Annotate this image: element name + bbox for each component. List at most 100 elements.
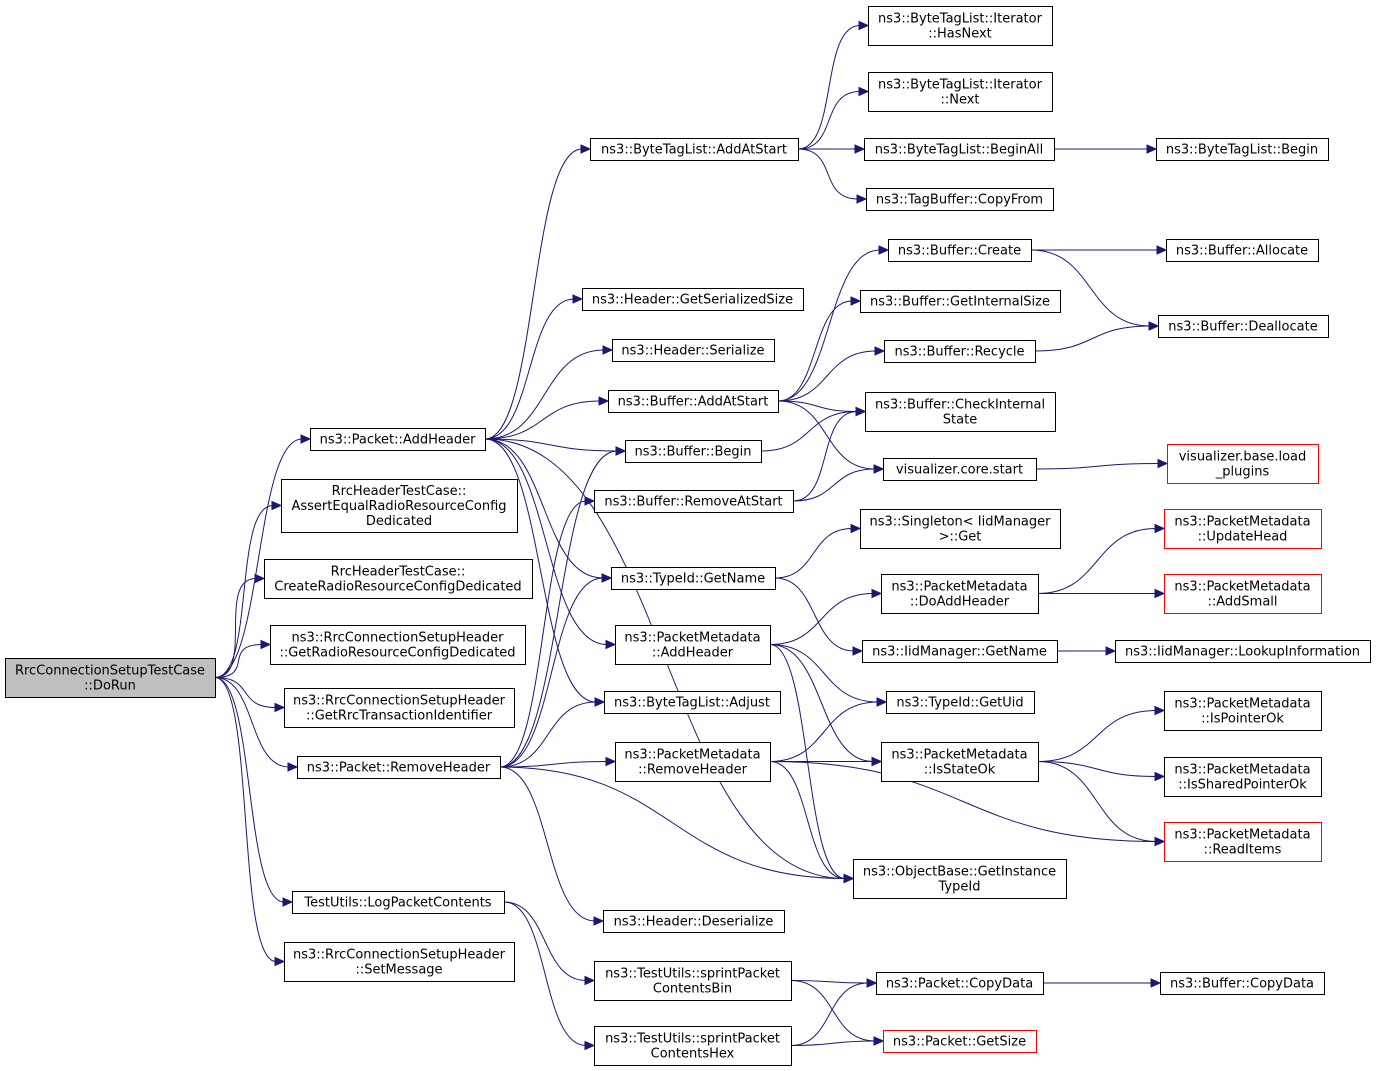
- edge-arrowhead: [858, 20, 870, 31]
- node-label-line: ns3::Buffer::Begin: [634, 445, 751, 460]
- edge-root-to-getrrcd: [214, 639, 272, 678]
- node-label-line: ns3::IidManager::GetName: [872, 645, 1047, 660]
- node-box: [868, 6, 1053, 46]
- function-node-bufcopydata[interactable]: ns3::Buffer::CopyData: [1160, 972, 1325, 995]
- node-box: [888, 239, 1032, 262]
- function-node-btlbeginall[interactable]: ns3::ByteTagList::BeginAll: [864, 138, 1055, 161]
- function-node-pmisstateok[interactable]: ns3::PacketMetadata::IsStateOk: [881, 742, 1039, 782]
- edge-root-to-removeheader: [214, 677, 299, 772]
- edge-root-to-createrrcd: [214, 573, 266, 678]
- node-box: [860, 290, 1061, 313]
- function-node-viscorestart[interactable]: visualizer.core.start: [883, 458, 1037, 481]
- function-node-pmissharedpointerok[interactable]: ns3::PacketMetadata::IsSharedPointerOk: [1164, 757, 1322, 797]
- node-label-line: ::DoRun: [84, 679, 136, 694]
- function-node-bufcreate[interactable]: ns3::Buffer::Create: [888, 239, 1032, 262]
- function-node-bufgetinternalsize[interactable]: ns3::Buffer::GetInternalSize: [860, 290, 1061, 313]
- node-box: [612, 339, 775, 362]
- edge-btlbeginall-to-btlbegin: [1054, 144, 1158, 154]
- node-label-line: ns3::Buffer::Allocate: [1176, 244, 1308, 259]
- edge-line: [499, 761, 608, 768]
- function-node-root[interactable]: RrcConnectionSetupTestCase::DoRun: [5, 658, 216, 698]
- function-node-getrrcd[interactable]: ns3::RrcConnectionSetupHeader::GetRadioR…: [270, 625, 526, 665]
- node-box: [881, 742, 1039, 782]
- function-node-iidlookup[interactable]: ns3::IidManager::LookupInformation: [1115, 640, 1371, 663]
- node-box: [853, 859, 1067, 899]
- node-label-line: RrcHeaderTestCase::: [332, 484, 467, 499]
- function-node-hdrgetser[interactable]: ns3::Header::GetSerializedSize: [582, 288, 804, 311]
- node-box: [264, 559, 533, 599]
- function-node-btladjust[interactable]: ns3::ByteTagList::Adjust: [604, 691, 781, 714]
- node-label-line: ns3::TypeId::GetUid: [896, 696, 1023, 711]
- node-box: [866, 188, 1054, 211]
- function-node-assertequal[interactable]: RrcHeaderTestCase::AssertEqualRadioResou…: [281, 479, 518, 533]
- function-node-visloadplugins[interactable]: visualizer.base.load_plugins: [1167, 444, 1319, 484]
- function-node-pmupdatehead[interactable]: ns3::PacketMetadata::UpdateHead: [1164, 509, 1322, 549]
- function-node-bufdeallocate[interactable]: ns3::Buffer::Deallocate: [1158, 315, 1329, 338]
- function-node-pmremoveheader[interactable]: ns3::PacketMetadata::RemoveHeader: [615, 742, 771, 782]
- edge-line: [790, 1040, 876, 1046]
- function-node-pmreaditems[interactable]: ns3::PacketMetadata::ReadItems: [1164, 822, 1322, 862]
- function-node-typeidgetuid[interactable]: ns3::TypeId::GetUid: [886, 691, 1035, 714]
- node-label-line: ns3::TagBuffer::CopyFrom: [876, 193, 1043, 208]
- node-label-line: ns3::PacketMetadata: [1174, 515, 1310, 530]
- node-box: [608, 390, 779, 413]
- node-label-line: ns3::Header::Deserialize: [614, 915, 774, 930]
- function-node-tagbufcopyfrom[interactable]: ns3::TagBuffer::CopyFrom: [866, 188, 1054, 211]
- node-box: [5, 658, 216, 698]
- function-node-typeidgetname[interactable]: ns3::TypeId::GetName: [611, 567, 776, 590]
- function-node-bufbegin[interactable]: ns3::Buffer::Begin: [625, 440, 762, 463]
- edge-root-to-logpacket: [214, 677, 294, 907]
- function-node-setmessage[interactable]: ns3::RrcConnectionSetupHeader::SetMessag…: [284, 942, 515, 982]
- node-label-line: ns3::IidManager::LookupInformation: [1125, 645, 1360, 660]
- node-box: [297, 756, 501, 779]
- function-node-pmdoaddheader[interactable]: ns3::PacketMetadata::DoAddHeader: [881, 574, 1039, 614]
- edge-arrowhead: [866, 978, 878, 988]
- edge-line: [484, 438, 597, 703]
- function-node-pmispointerok[interactable]: ns3::PacketMetadata::IsPointerOk: [1164, 691, 1322, 731]
- function-node-bufaddatstart[interactable]: ns3::Buffer::AddAtStart: [608, 390, 779, 413]
- function-node-addheader[interactable]: ns3::Packet::AddHeader: [310, 428, 486, 451]
- node-box: [884, 340, 1036, 363]
- edge-arrowhead: [871, 756, 883, 767]
- edge-line: [1035, 463, 1160, 470]
- function-node-hdrdeser[interactable]: ns3::Header::Deserialize: [603, 910, 785, 933]
- function-node-getrti[interactable]: ns3::RrcConnectionSetupHeader::GetRrcTra…: [284, 688, 515, 728]
- function-node-pktgetsize[interactable]: ns3::Packet::GetSize: [883, 1030, 1037, 1053]
- node-label-line: ::IsSharedPointerOk: [1178, 778, 1307, 793]
- function-node-btliternext[interactable]: ns3::ByteTagList::Iterator::Next: [868, 72, 1053, 112]
- function-node-pmaddsmall[interactable]: ns3::PacketMetadata::AddSmall: [1164, 574, 1322, 614]
- function-node-btladdatstart[interactable]: ns3::ByteTagList::AddAtStart: [590, 138, 799, 161]
- edge-addheader-to-bufaddatstart: [484, 396, 610, 440]
- function-node-btliterhasnext[interactable]: ns3::ByteTagList::Iterator::HasNext: [868, 6, 1053, 46]
- function-node-singletonget[interactable]: ns3::Singleton< IidManager>::Get: [860, 509, 1061, 549]
- function-node-bufremoveatstart[interactable]: ns3::Buffer::RemoveAtStart: [594, 490, 794, 513]
- function-node-iidgetname[interactable]: ns3::IidManager::GetName: [862, 640, 1058, 663]
- edge-typeidgetname-to-iidgetname: [774, 577, 864, 656]
- edge-line: [499, 450, 618, 768]
- function-node-logpacket[interactable]: TestUtils::LogPacketContents: [292, 891, 505, 914]
- node-label-line: ::AddHeader: [652, 646, 734, 661]
- function-node-bufrecycle[interactable]: ns3::Buffer::Recycle: [884, 340, 1036, 363]
- function-node-btlbegin[interactable]: ns3::ByteTagList::Begin: [1156, 138, 1329, 161]
- edge-pmdoaddheader-to-pmupdatehead: [1037, 523, 1166, 594]
- function-node-bufallocate[interactable]: ns3::Buffer::Allocate: [1166, 239, 1319, 262]
- node-box: [1164, 757, 1322, 797]
- edge-line: [797, 25, 861, 150]
- edge-line: [214, 505, 274, 678]
- function-node-hdrser[interactable]: ns3::Header::Serialize: [612, 339, 775, 362]
- function-node-createrrcd[interactable]: RrcHeaderTestCase::CreateRadioResourceCo…: [264, 559, 533, 599]
- node-label-line: CreateRadioResourceConfigDedicated: [274, 580, 521, 595]
- function-node-pktcopydata[interactable]: ns3::Packet::CopyData: [876, 972, 1044, 995]
- node-label-line: ns3::RrcConnectionSetupHeader: [293, 694, 506, 709]
- node-label-line: TestUtils::LogPacketContents: [303, 896, 491, 911]
- function-node-pmaddheader[interactable]: ns3::PacketMetadata::AddHeader: [615, 625, 771, 665]
- node-label-line: ns3::Header::GetSerializedSize: [592, 293, 793, 308]
- node-box: [270, 625, 526, 665]
- node-label-line: ::HasNext: [928, 27, 992, 42]
- function-node-removeheader[interactable]: ns3::Packet::RemoveHeader: [297, 756, 501, 779]
- node-label-line: ::DoAddHeader: [910, 595, 1010, 610]
